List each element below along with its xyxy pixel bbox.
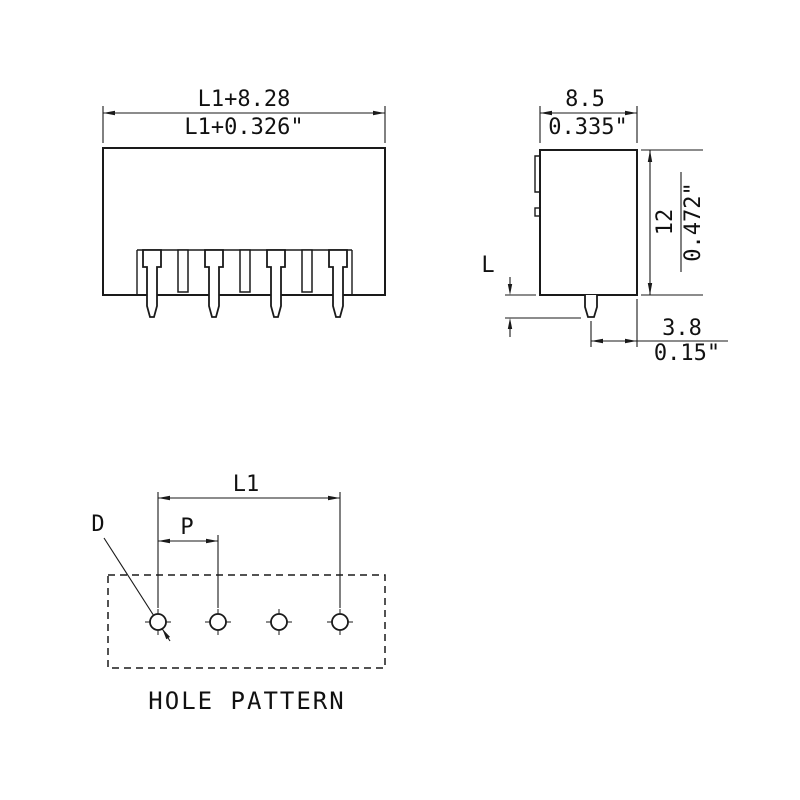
hole-2: [205, 609, 231, 635]
dim-side-height-inch: 0.472": [681, 182, 706, 261]
dim-hole-pitch: P: [180, 515, 193, 540]
hole-pattern-view: L1 P D HOLE PATTERN: [91, 472, 386, 715]
side-body: [539, 149, 638, 296]
plastic-post: [177, 249, 189, 293]
hole-circle: [209, 613, 227, 631]
dim-side-depth-mm: 8.5: [565, 87, 605, 112]
arrowhead: [158, 495, 170, 501]
arrowhead: [625, 338, 637, 344]
arrowhead: [373, 110, 385, 116]
side-latch-notch: [534, 207, 541, 217]
hole-circle: [270, 613, 288, 631]
solder-pin: [204, 249, 224, 318]
arrowhead: [158, 538, 170, 544]
dim-pin-length-label: L: [481, 253, 494, 278]
dim-pin-offset-mm: 3.8: [662, 316, 702, 341]
solder-pin: [328, 249, 348, 318]
arrowhead: [647, 283, 653, 295]
hole-pattern-caption: HOLE PATTERN: [148, 687, 345, 715]
hole-4: [327, 609, 353, 635]
arrowhead: [507, 318, 513, 329]
dim-front-width-mm: L1+8.28: [198, 87, 291, 112]
plastic-post: [239, 249, 251, 293]
dim-side-depth-inch: 0.335": [548, 115, 627, 140]
solder-pin: [266, 249, 286, 318]
arrowhead: [103, 110, 115, 116]
arrowhead: [206, 538, 218, 544]
dim-side-height-mm: 12: [653, 209, 678, 236]
arrowhead: [540, 110, 552, 116]
arrowhead: [507, 284, 513, 295]
arrowhead: [625, 110, 637, 116]
arrowhead: [162, 628, 170, 640]
arrowhead: [647, 150, 653, 162]
side-solder-pin: [584, 295, 598, 318]
dim-pin-offset-inch: 0.15": [654, 341, 720, 366]
hole-3: [266, 609, 292, 635]
front-view: L1+8.28 L1+0.326": [102, 87, 386, 318]
plastic-post: [301, 249, 313, 293]
side-view: 8.5 0.335" 12 0.472" L 3.8 0.15": [481, 87, 728, 366]
side-latch: [534, 155, 540, 193]
dim-hole-diameter: D: [91, 512, 104, 537]
dim-hole-span: L1: [233, 472, 260, 497]
solder-pin: [142, 249, 162, 318]
arrowhead: [328, 495, 340, 501]
hole-1: [145, 609, 171, 635]
dim-front-width-inch: L1+0.326": [184, 115, 303, 140]
front-housing: [102, 147, 386, 296]
hole-circle: [149, 613, 167, 631]
hole-circle: [331, 613, 349, 631]
arrowhead: [591, 338, 603, 344]
board-outline-dashed: [107, 574, 386, 669]
